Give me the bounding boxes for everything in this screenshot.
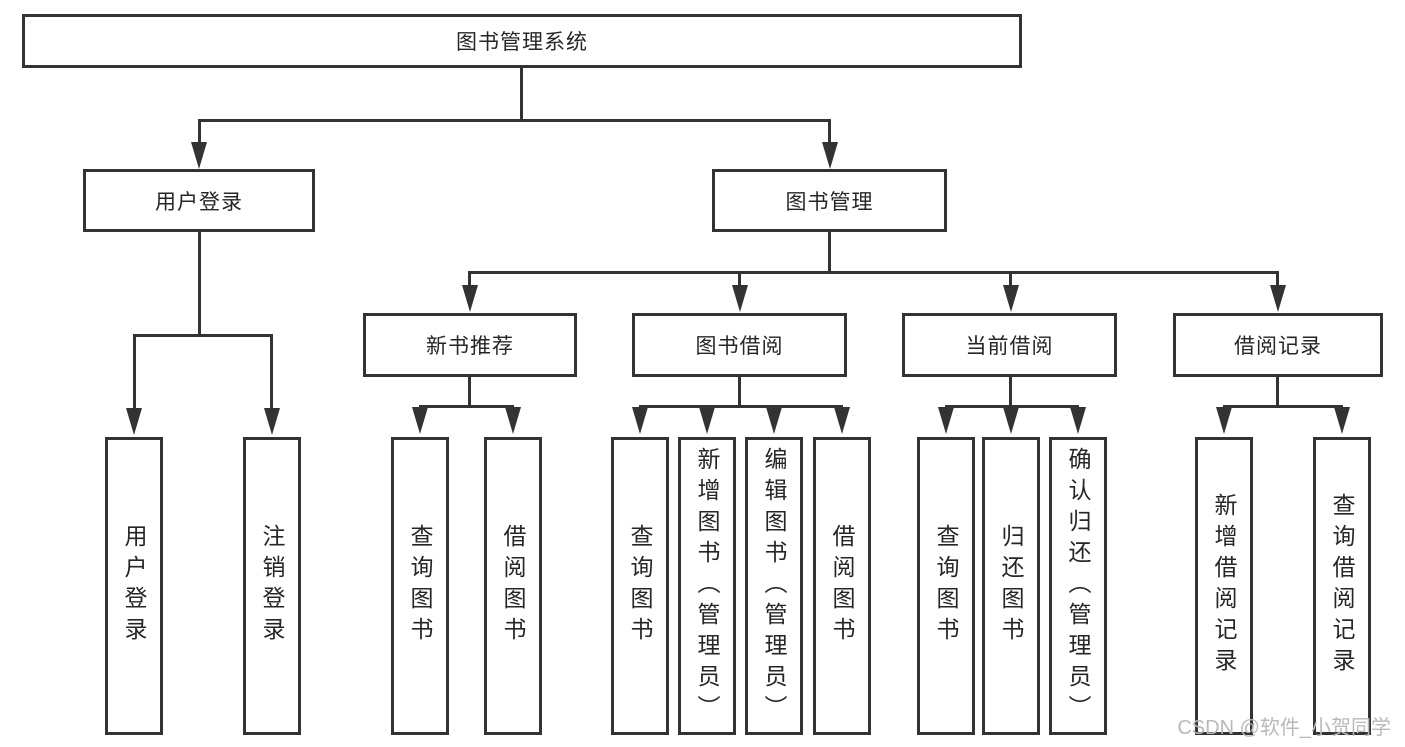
arrow-down-icon [1003,407,1019,434]
leaf-records-add-record-label: 新增借阅记录 [1211,493,1237,679]
connector-line [1223,405,1343,408]
arrow-down-icon [264,408,280,435]
connector-line [828,232,831,273]
connector-line [1276,377,1279,408]
arrow-down-icon [412,407,428,434]
leaf-user-login-label: 用户登录 [121,524,147,648]
connector-line [520,68,523,122]
leaf-current-confirm-return-admin-label: 确认归还（管理员） [1065,446,1091,726]
csdn-watermark: CSDN @软件_小贺同学 [1177,717,1391,739]
node-user-login-label: 用户登录 [155,190,243,214]
connector-line [419,405,514,408]
arrow-down-icon [632,407,648,434]
connector-line [639,405,843,408]
leaf-records-query-record-label: 查询借阅记录 [1329,493,1355,679]
leaf-borrow-add-books-admin-label: 新增图书（管理员） [694,446,720,726]
connector-line [198,119,201,146]
leaf-borrow-query-books-label: 查询图书 [627,524,653,648]
node-root: 图书管理系统 [22,14,1022,68]
connector-line [198,232,201,336]
leaf-logout-label: 注销登录 [259,524,285,648]
leaf-borrow-edit-books-admin-label: 编辑图书（管理员） [761,446,787,726]
node-current-borrowing: 当前借阅 [902,313,1117,377]
arrow-down-icon [699,407,715,434]
leaf-records-add-record: 新增借阅记录 [1195,437,1253,735]
leaf-user-login: 用户登录 [105,437,163,735]
arrow-down-icon [126,408,142,435]
connector-line [1276,271,1279,288]
connector-line [270,334,273,410]
leaf-recommend-query-books-label: 查询图书 [407,524,433,648]
connector-line [1009,271,1012,288]
arrow-down-icon [822,142,838,169]
node-book-management: 图书管理 [712,169,947,232]
node-book-management-label: 图书管理 [785,190,874,214]
node-book-borrowing-label: 图书借阅 [695,335,784,358]
leaf-current-confirm-return-admin: 确认归还（管理员） [1049,437,1107,735]
connector-line [738,377,741,408]
leaf-current-query-books: 查询图书 [917,437,975,735]
leaf-current-query-books-label: 查询图书 [933,524,959,648]
connector-line [469,271,1279,274]
connector-line [828,119,831,146]
connector-line [198,119,831,122]
leaf-borrow-borrow-books: 借阅图书 [813,437,871,735]
node-root-label: 图书管理系统 [456,31,588,54]
leaf-borrow-edit-books-admin: 编辑图书（管理员） [745,437,803,735]
leaf-recommend-borrow-books: 借阅图书 [484,437,542,735]
node-book-borrowing: 图书借阅 [632,313,847,377]
arrow-down-icon [1334,407,1350,434]
leaf-borrow-add-books-admin: 新增图书（管理员） [678,437,736,735]
leaf-borrow-borrow-books-label: 借阅图书 [829,524,855,648]
leaf-records-query-record: 查询借阅记录 [1313,437,1371,735]
arrow-down-icon [1003,285,1019,312]
node-borrowing-records: 借阅记录 [1173,313,1383,377]
connector-line [468,377,471,408]
arrow-down-icon [834,407,850,434]
arrow-down-icon [505,407,521,434]
connector-line [133,334,136,410]
connector-line [133,334,273,337]
node-new-book-recommendation: 新书推荐 [363,313,577,377]
arrow-down-icon [1216,407,1232,434]
leaf-borrow-query-books: 查询图书 [611,437,669,735]
arrow-down-icon [191,142,207,169]
leaf-logout: 注销登录 [243,437,301,735]
arrow-down-icon [938,407,954,434]
connector-line [945,405,1079,408]
node-user-login: 用户登录 [83,169,315,232]
node-borrowing-records-label: 借阅记录 [1234,335,1322,358]
arrow-down-icon [1270,285,1286,312]
node-new-book-recommendation-label: 新书推荐 [426,335,514,358]
connector-line [1009,377,1012,408]
leaf-current-return-books-label: 归还图书 [998,524,1024,648]
leaf-recommend-borrow-books-label: 借阅图书 [500,524,526,648]
arrow-down-icon [462,285,478,312]
leaf-current-return-books: 归还图书 [982,437,1040,735]
arrow-down-icon [732,285,748,312]
node-current-borrowing-label: 当前借阅 [965,335,1054,358]
connector-line [468,271,471,288]
arrow-down-icon [766,407,782,434]
leaf-recommend-query-books: 查询图书 [391,437,449,735]
arrow-down-icon [1070,407,1086,434]
connector-line [738,271,741,288]
